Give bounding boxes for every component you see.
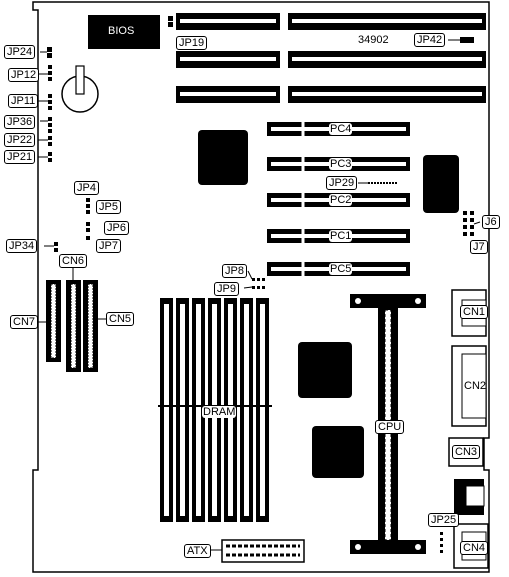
pc1-label: PC1 [329, 230, 353, 242]
leader-lines [35, 39, 481, 551]
atx-connector [221, 539, 305, 563]
jp34-label: JP34 [6, 239, 38, 253]
jp36-label: JP36 [4, 115, 36, 129]
jp22-label: JP22 [4, 133, 36, 147]
jp5-label: JP5 [96, 200, 121, 214]
j6-label: J6 [482, 215, 500, 229]
j6-j7-headers [463, 211, 474, 236]
jp11-label: JP11 [8, 94, 39, 108]
pc4-label: PC4 [329, 123, 353, 135]
jp4-label: JP4 [74, 181, 99, 195]
jp7-label: JP7 [96, 239, 121, 253]
cn7-label: CN7 [10, 315, 39, 329]
jp25-label: JP25 [428, 513, 460, 527]
jp12-label: JP12 [8, 68, 40, 82]
jp29-label: JP29 [326, 176, 358, 190]
jp9-label: JP9 [214, 282, 239, 296]
jp8-label: JP8 [222, 264, 247, 278]
battery [61, 65, 99, 113]
pc2-label: PC2 [329, 194, 353, 206]
pc5-label: PC5 [329, 263, 353, 275]
jp21-label: JP21 [4, 150, 36, 164]
cpu-label: CPU [375, 420, 405, 434]
isa-slots [176, 13, 486, 103]
left-jumpers [47, 16, 173, 252]
jp8-jp9-headers [252, 278, 265, 289]
jp42-label: JP42 [414, 33, 446, 47]
jp6-label: JP6 [104, 221, 129, 235]
jp19-label: JP19 [176, 36, 208, 50]
cn2-label: CN2 [464, 380, 487, 392]
atx-label: ATX [184, 544, 211, 558]
j7-label: J7 [470, 240, 488, 254]
jp25-header [440, 532, 443, 553]
cn4-label: CN4 [460, 541, 489, 555]
bios-label: BIOS [106, 25, 137, 37]
ide-fdd-headers [46, 280, 98, 372]
dram-label: DRAM [202, 406, 237, 418]
board-model-number: 34902 [358, 34, 389, 46]
pc3-label: PC3 [329, 158, 353, 170]
cn1-label: CN1 [460, 305, 489, 319]
jp24-label: JP24 [4, 45, 36, 59]
chips [198, 130, 459, 478]
cn6-label: CN6 [59, 254, 88, 268]
cn3-label: CN3 [452, 445, 481, 459]
cn5-label: CN5 [106, 312, 135, 326]
